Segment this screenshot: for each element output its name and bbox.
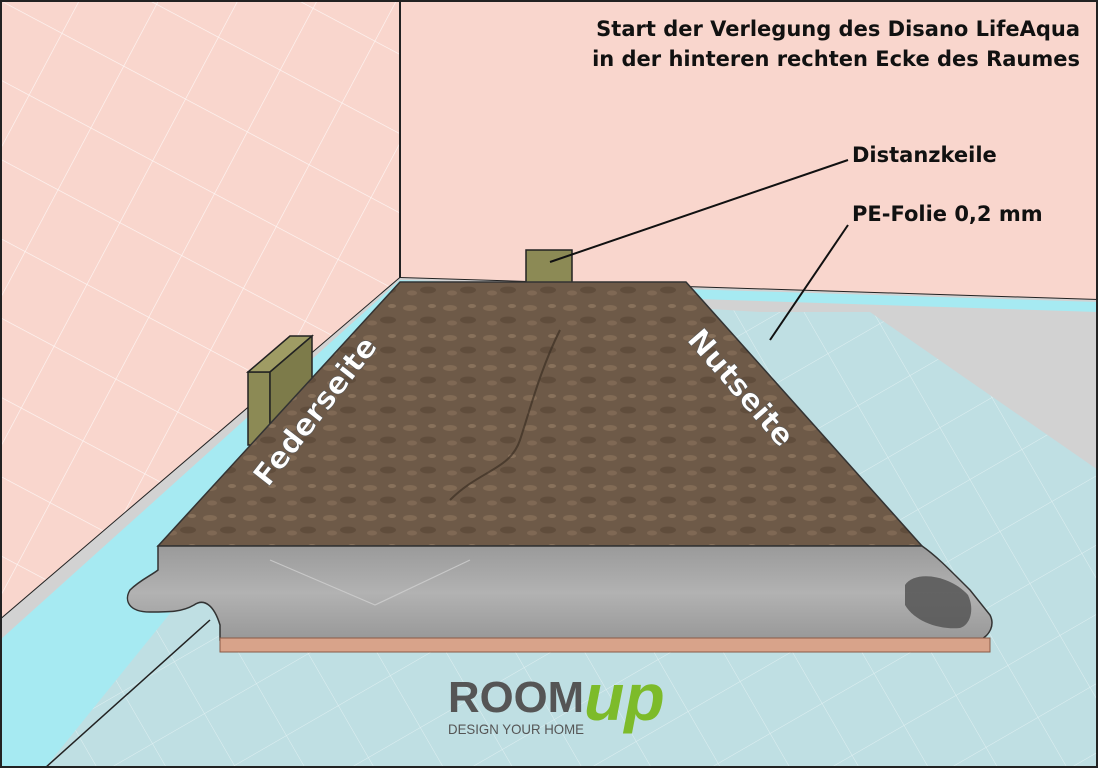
pe-foil-label: PE-Folie 0,2 mm: [852, 202, 1043, 226]
underlay-layer: [220, 638, 990, 652]
title-line-2: in der hinteren rechten Ecke des Raumes: [592, 47, 1080, 71]
logo-word: ROOM: [448, 673, 584, 722]
logo-accent: up: [584, 660, 665, 734]
distance-wedges-label: Distanzkeile: [852, 143, 997, 167]
distance-wedge-back: [526, 250, 572, 284]
plank-profile: [127, 546, 991, 652]
logo-tagline: DESIGN YOUR HOME: [448, 721, 584, 737]
title-line-1: Start der Verlegung des Disano LifeAqua: [596, 17, 1080, 41]
